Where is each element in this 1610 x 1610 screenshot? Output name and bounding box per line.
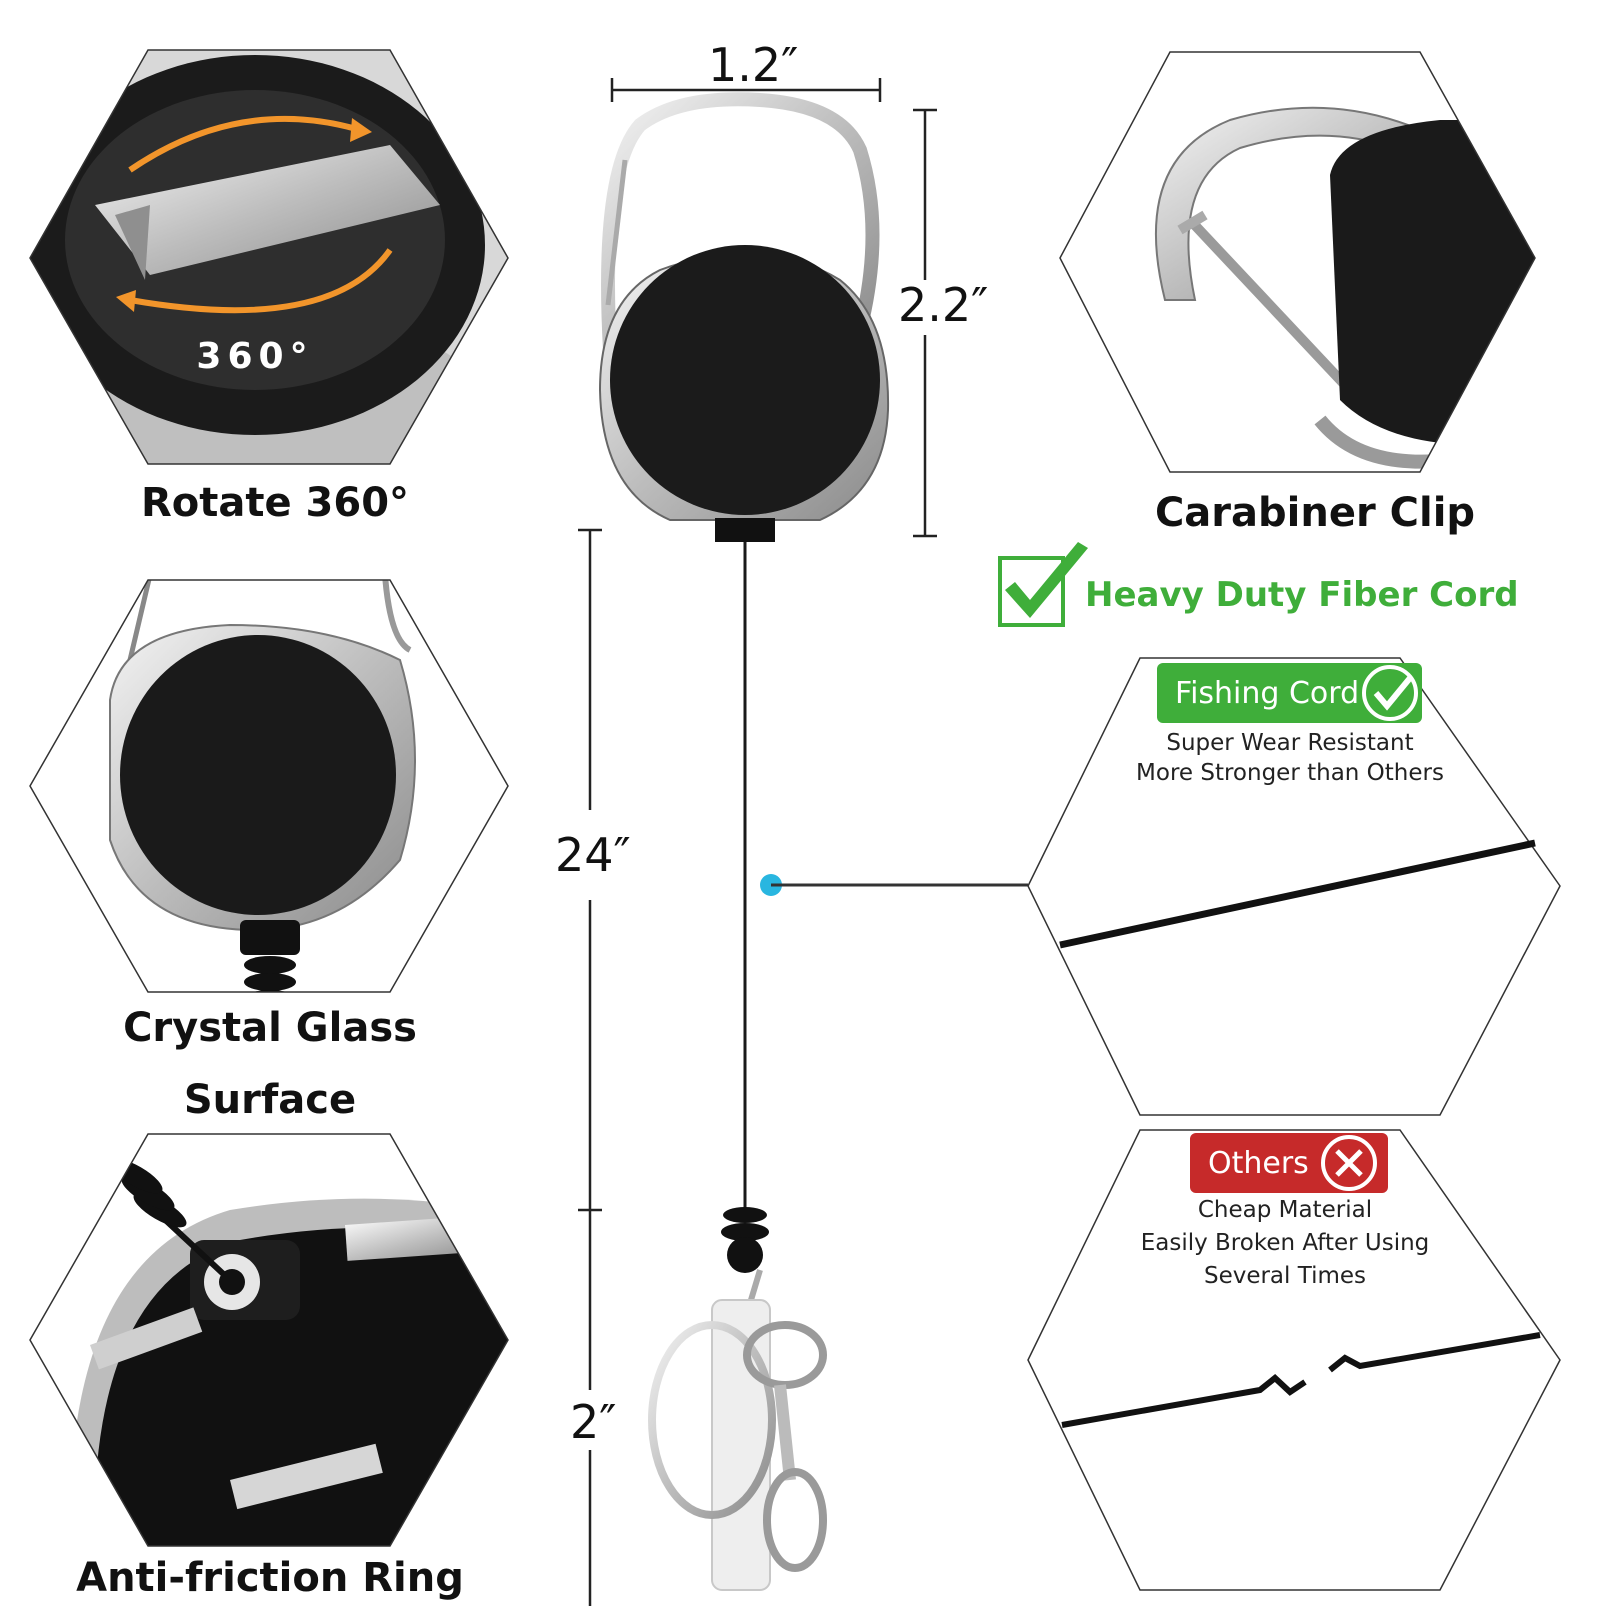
fishing-cord-desc-line2: More Stronger than Others: [1136, 760, 1444, 786]
rotate-360-mark: 360°: [196, 336, 313, 377]
badge-reel-product: [598, 92, 890, 1591]
width-dimension: 1.2″: [708, 38, 799, 92]
fishing-cord-hexagon: [1027, 657, 1561, 1116]
heavy-duty-headline: Heavy Duty Fiber Cord: [1085, 575, 1519, 615]
others-badge-label: Others: [1208, 1145, 1309, 1181]
fishing-cord-badge-label: Fishing Cord: [1175, 675, 1360, 711]
rotate-label: Rotate 360°: [140, 480, 410, 526]
green-checkbox-icon: [998, 542, 1088, 627]
rotate-hexagon: 360°: [29, 49, 509, 465]
dimension-lines: [578, 78, 937, 1606]
carabiner-label: Carabiner Clip: [1154, 490, 1476, 536]
anti-friction-label: Anti-friction Ring: [76, 1555, 464, 1601]
strong-cord-sample: [1059, 839, 1536, 949]
carabiner-hexagon: [1059, 51, 1536, 473]
crystal-glass-label-line1: Crystal Glass: [123, 1005, 417, 1051]
cord-length-dimension: 24″: [555, 828, 631, 882]
others-desc-line3: Several Times: [1203, 1263, 1367, 1289]
attachment-dimension: 2″: [570, 1395, 617, 1449]
crystal-glass-hexagon: [29, 579, 509, 993]
others-cord-hexagon: [1027, 1129, 1561, 1591]
broken-cord-sample: [1061, 1332, 1541, 1428]
others-desc-line1: Cheap Material: [1197, 1197, 1373, 1223]
anti-friction-hexagon: [29, 1133, 509, 1547]
crystal-glass-label-line2: Surface: [183, 1077, 357, 1123]
height-dimension: 2.2″: [898, 278, 989, 332]
others-badge: Others: [1190, 1133, 1388, 1193]
fishing-cord-desc-line1: Super Wear Resistant: [1166, 730, 1414, 756]
fishing-cord-badge: Fishing Cord: [1157, 663, 1422, 723]
others-desc-line2: Easily Broken After Using: [1140, 1230, 1430, 1256]
